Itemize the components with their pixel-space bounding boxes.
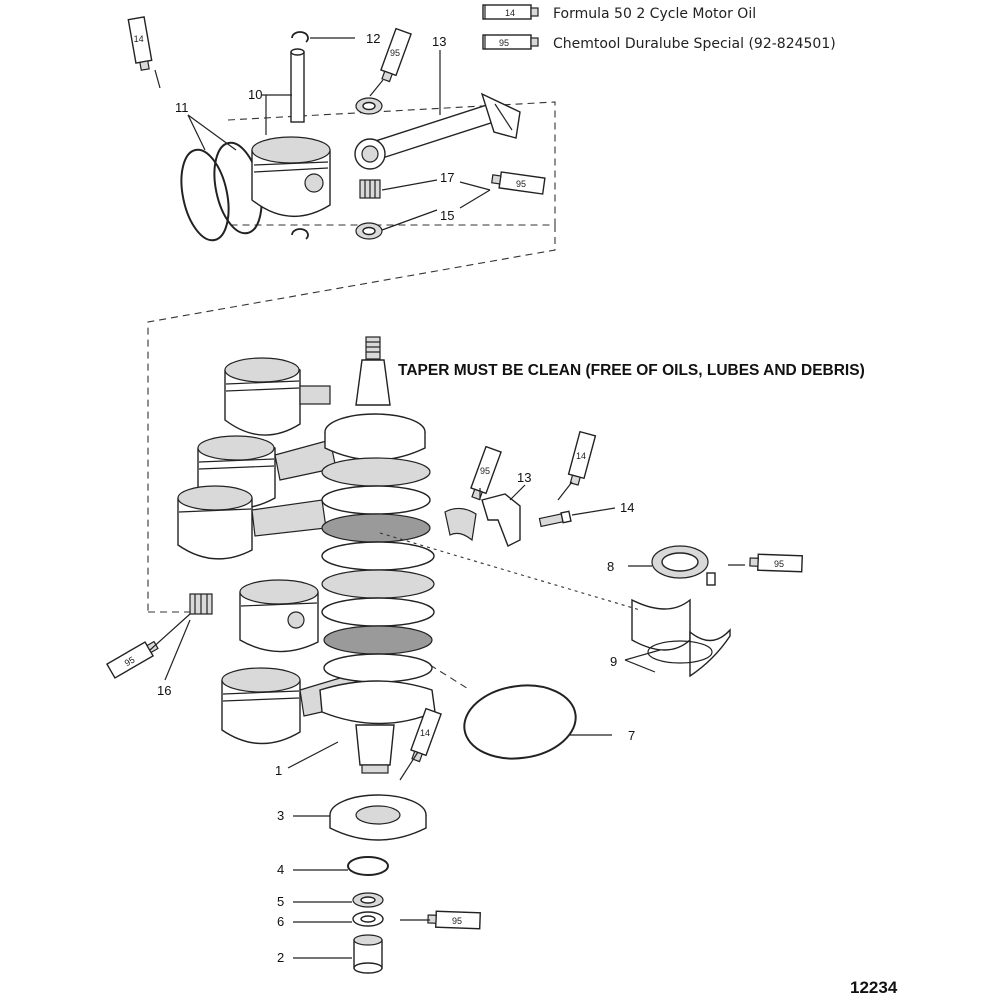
tube-code: 14: [576, 451, 586, 461]
piston: [224, 357, 331, 436]
roller-bearing: [651, 545, 716, 586]
ball-bearing: [329, 794, 427, 841]
tube-code: 14: [420, 728, 430, 738]
legend-text: Formula 50 2 Cycle Motor Oil: [553, 6, 756, 22]
lubricant-tube-icon: 95: [105, 640, 159, 679]
leader-lines: [149, 37, 745, 959]
tube-code: 95: [516, 179, 526, 189]
washer: [352, 911, 384, 927]
callout-17: 17: [440, 170, 454, 185]
legend-text: Chemtool Duralube Special (92-824501): [553, 36, 836, 52]
seal-ring: [347, 856, 389, 876]
callout-13: 13: [432, 34, 446, 49]
lubricant-tube-icon: 95: [491, 171, 546, 195]
legend-code: 95: [499, 38, 509, 48]
needle-bearing: [189, 593, 213, 615]
piston-pin: [290, 48, 305, 123]
callout-3: 3: [277, 808, 284, 823]
lubricant-tube-icon: 14: [410, 707, 442, 763]
small-bearing: [352, 892, 384, 908]
tube-code: 95: [480, 466, 490, 476]
callout-13: 13: [517, 470, 531, 485]
legend: 14 Formula 50 2 Cycle Motor Oil 95 Chemt…: [482, 4, 836, 52]
tube-code: 14: [134, 34, 144, 44]
cap-screw: [538, 510, 572, 528]
callout-12: 12: [366, 31, 380, 46]
retaining-clip: [291, 228, 309, 240]
lubricant-tube-icon: 95: [470, 445, 502, 501]
lubricant-tube-icon: 14: [567, 430, 597, 486]
lubricant-tube-icon: 95: [427, 910, 481, 930]
callout-6: 6: [277, 914, 284, 929]
legend-code: 14: [505, 8, 515, 18]
callout-7: 7: [628, 728, 635, 743]
crankshaft-assembly: [147, 225, 731, 974]
tube-code: 95: [123, 655, 137, 669]
lubricant-tube-icon: 95: [749, 553, 803, 573]
rod-cap: [444, 493, 521, 547]
piston: [251, 136, 331, 217]
legend-tube-95-icon: 95: [482, 34, 539, 50]
retaining-clip: [291, 31, 309, 43]
piston-subassembly: [180, 31, 556, 242]
lubricant-tubes: 14 95 95 95 14 95 95: [105, 16, 803, 930]
piston: [177, 485, 327, 560]
callout-11: 11: [175, 100, 189, 115]
crankshaft: [319, 336, 436, 774]
lubricant-tube-icon: 14: [127, 16, 153, 71]
callouts: 11 10 12 13 17 15 13 14 8 9 7 16 1 3 4 5…: [157, 31, 635, 965]
connecting-rod: [354, 92, 521, 170]
lubricant-tube-icon: 95: [380, 27, 412, 83]
tube-code: 95: [390, 48, 400, 58]
callout-14: 14: [620, 500, 634, 515]
callout-5: 5: [277, 894, 284, 909]
callout-4: 4: [277, 862, 284, 877]
callout-8: 8: [607, 559, 614, 574]
piston: [239, 579, 319, 653]
callout-1: 1: [275, 763, 282, 778]
thrust-washer-hole: [362, 226, 376, 236]
legend-tube-14-icon: 14: [482, 4, 539, 20]
callout-2: 2: [277, 950, 284, 965]
taper-note: TAPER MUST BE CLEAN (FREE OF OILS, LUBES…: [398, 362, 865, 379]
tube-code: 95: [774, 559, 784, 569]
bearing-race: [631, 598, 731, 678]
callout-10: 10: [248, 87, 262, 102]
callout-9: 9: [610, 654, 617, 669]
callout-15: 15: [440, 208, 454, 223]
sleeve: [353, 934, 383, 974]
tube-code: 95: [452, 916, 462, 926]
thrust-washer-hole: [362, 101, 376, 111]
needle-bearing: [359, 179, 381, 199]
figure-number: 12234: [850, 978, 898, 997]
callout-16: 16: [157, 683, 171, 698]
